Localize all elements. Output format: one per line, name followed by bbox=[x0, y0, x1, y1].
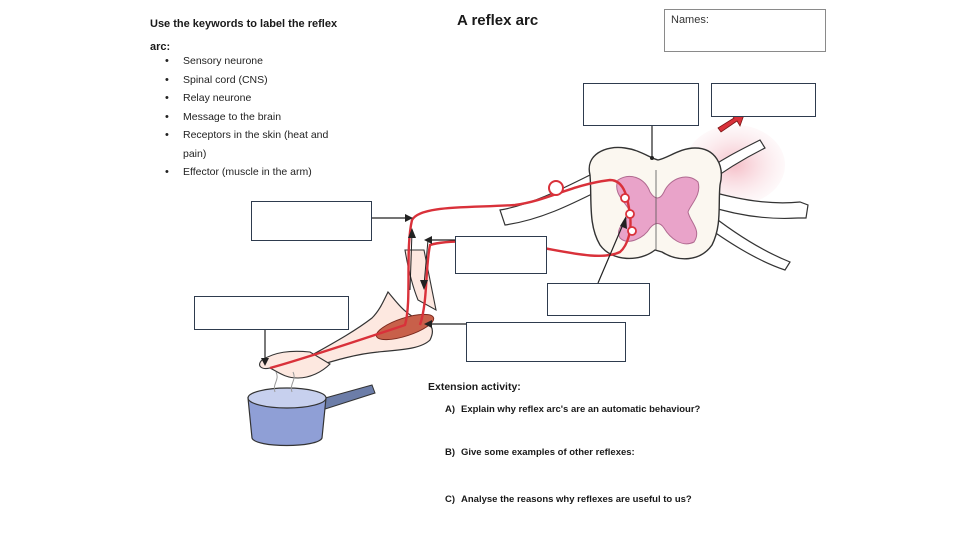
relay-cell-1 bbox=[620, 193, 630, 203]
question-c: C) Analyse the reasons why reflexes are u… bbox=[445, 494, 692, 505]
steam bbox=[273, 371, 295, 393]
keyword-item: Effector (muscle in the arm) bbox=[162, 163, 352, 182]
question-text: Give some examples of other reflexes: bbox=[461, 447, 635, 458]
question-letter: B) bbox=[445, 447, 456, 458]
label-box-middle[interactable] bbox=[455, 236, 547, 274]
page-title: A reflex arc bbox=[457, 12, 539, 29]
message-to-brain-arrow-icon bbox=[717, 111, 746, 133]
names-field[interactable]: Names: bbox=[664, 9, 826, 52]
instructions-text: Use the keywords to label the reflex arc… bbox=[150, 18, 338, 53]
question-text: Explain why reflex arc's are an automati… bbox=[461, 404, 701, 415]
keyword-item: Message to the brain bbox=[162, 108, 352, 127]
question-letter: A) bbox=[445, 404, 456, 415]
extension-heading: Extension activity: bbox=[428, 381, 521, 393]
saucepan-body bbox=[247, 397, 327, 447]
label-box-upper-right[interactable] bbox=[711, 83, 816, 117]
label-box-left[interactable] bbox=[251, 201, 372, 241]
spinal-nerve-right bbox=[704, 189, 809, 219]
label-box-upper-left[interactable] bbox=[583, 83, 699, 126]
question-letter: C) bbox=[445, 494, 456, 505]
muscle bbox=[375, 313, 435, 341]
label-box-muscle[interactable] bbox=[466, 322, 626, 362]
saucepan-rim bbox=[247, 387, 327, 409]
question-text: Analyse the reasons why reflexes are use… bbox=[461, 494, 692, 505]
names-label: Names: bbox=[671, 14, 709, 26]
label-box-lower-middle[interactable] bbox=[547, 283, 650, 316]
question-b: B) Give some examples of other reflexes: bbox=[445, 447, 635, 458]
ventral-root-right bbox=[699, 209, 791, 271]
keyword-item: Spinal cord (CNS) bbox=[162, 71, 352, 90]
keyword-item: Receptors in the skin (heat and pain) bbox=[162, 126, 352, 163]
keyword-item: Relay neurone bbox=[162, 89, 352, 108]
keyword-item: Sensory neurone bbox=[162, 52, 352, 71]
relay-cell-3 bbox=[627, 226, 637, 236]
spinal-nerve-left bbox=[499, 174, 601, 226]
label-box-arm[interactable] bbox=[194, 296, 349, 330]
grey-matter bbox=[616, 176, 700, 245]
relay-cell-2 bbox=[625, 209, 635, 219]
impulse-arrow-up-icon bbox=[409, 231, 413, 291]
ganglion bbox=[548, 180, 564, 196]
question-a: A) Explain why reflex arc's are an automa… bbox=[445, 404, 700, 415]
keyword-list: Sensory neurone Spinal cord (CNS) Relay … bbox=[162, 52, 352, 182]
impulse-arrow-down-icon bbox=[423, 239, 429, 286]
